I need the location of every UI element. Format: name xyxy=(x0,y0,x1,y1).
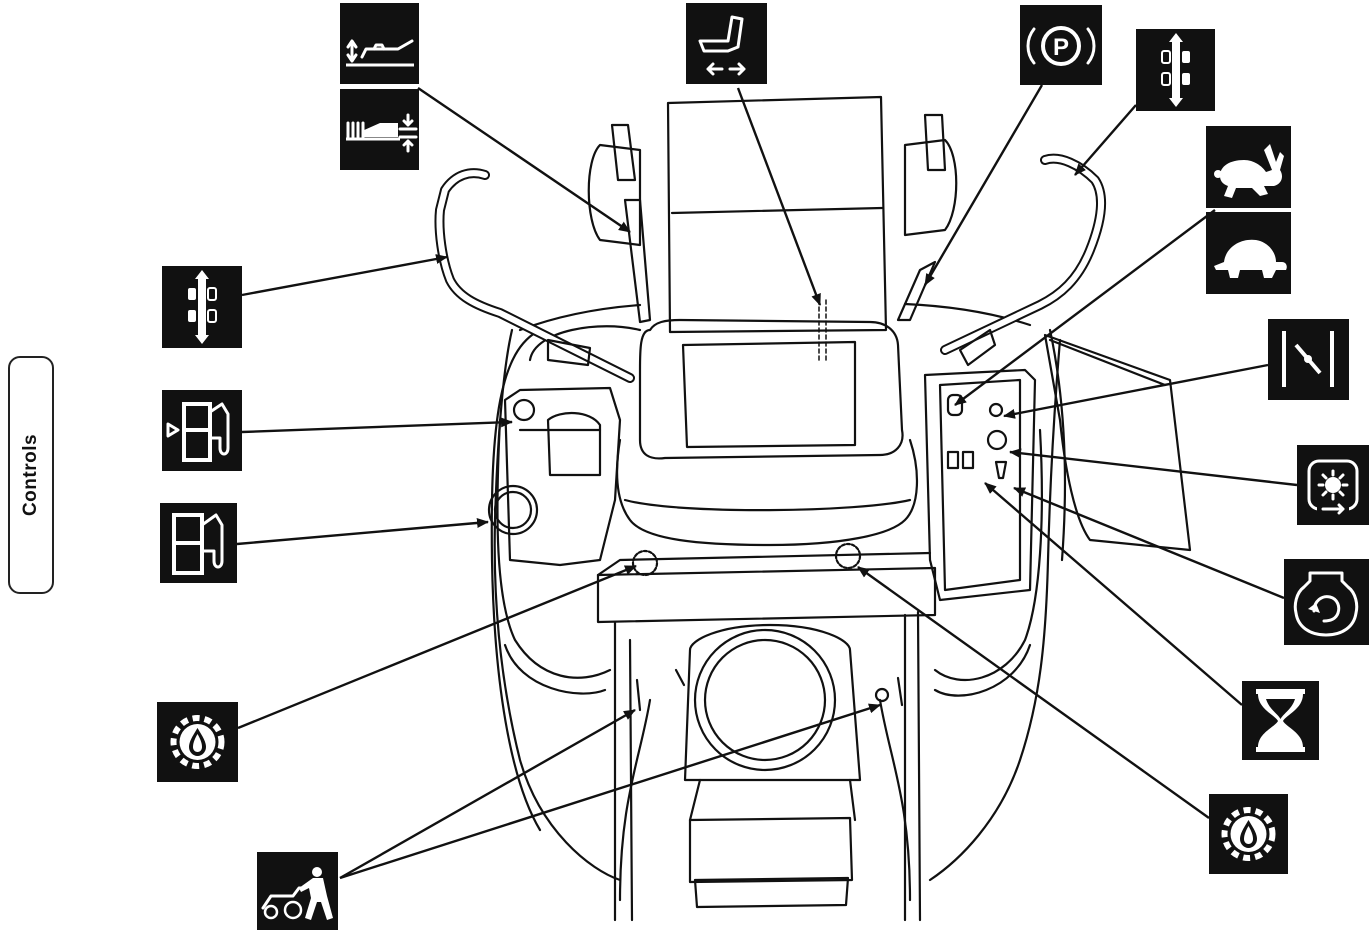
ignition-icon xyxy=(1284,559,1369,645)
parking-brake-label: P xyxy=(1053,34,1069,61)
leader-lines xyxy=(236,84,1298,880)
fuel-gauge-icon xyxy=(162,390,242,471)
hydraulic-oil-right-icon xyxy=(1209,794,1288,874)
throttle-slow-turtle-icon xyxy=(1206,212,1291,294)
leader-seat-adjust xyxy=(736,87,822,306)
pto-switch-icon xyxy=(1297,445,1369,525)
leader-oil-right xyxy=(857,566,1210,819)
deck-lift-pedal-icon xyxy=(340,3,419,84)
leader-fuel-cap xyxy=(236,517,489,546)
controls-side-tab: Controls xyxy=(8,356,54,594)
parking-brake-icon: P xyxy=(1020,5,1102,85)
seat-adjust-icon xyxy=(686,3,767,84)
leader-fuel-gauge xyxy=(241,417,513,434)
hydraulic-oil-left-icon xyxy=(157,702,238,782)
leader-tow-left xyxy=(339,708,636,880)
leader-deck-lift xyxy=(417,87,631,233)
hour-meter-icon xyxy=(1242,681,1319,760)
leader-throttle xyxy=(954,209,1216,406)
leader-motion-right xyxy=(1074,104,1137,176)
motion-control-left-icon xyxy=(162,266,242,348)
fuel-cap-icon xyxy=(160,503,237,583)
leader-ignition xyxy=(1013,486,1285,600)
leader-tow-right xyxy=(339,703,881,880)
leader-oil-left xyxy=(237,564,637,730)
leader-hour-meter xyxy=(984,482,1243,706)
leader-motion-left xyxy=(241,254,448,297)
motion-control-right-icon xyxy=(1136,29,1215,111)
cutting-height-icon xyxy=(340,89,419,170)
choke-icon xyxy=(1268,319,1349,400)
leader-parking-brake xyxy=(923,84,1044,286)
throttle-fast-rabbit-icon xyxy=(1206,126,1291,208)
mower-illustration xyxy=(434,95,1192,922)
tow-bypass-icon xyxy=(257,852,338,930)
leader-choke xyxy=(1003,363,1269,419)
leader-pto xyxy=(1009,448,1298,487)
